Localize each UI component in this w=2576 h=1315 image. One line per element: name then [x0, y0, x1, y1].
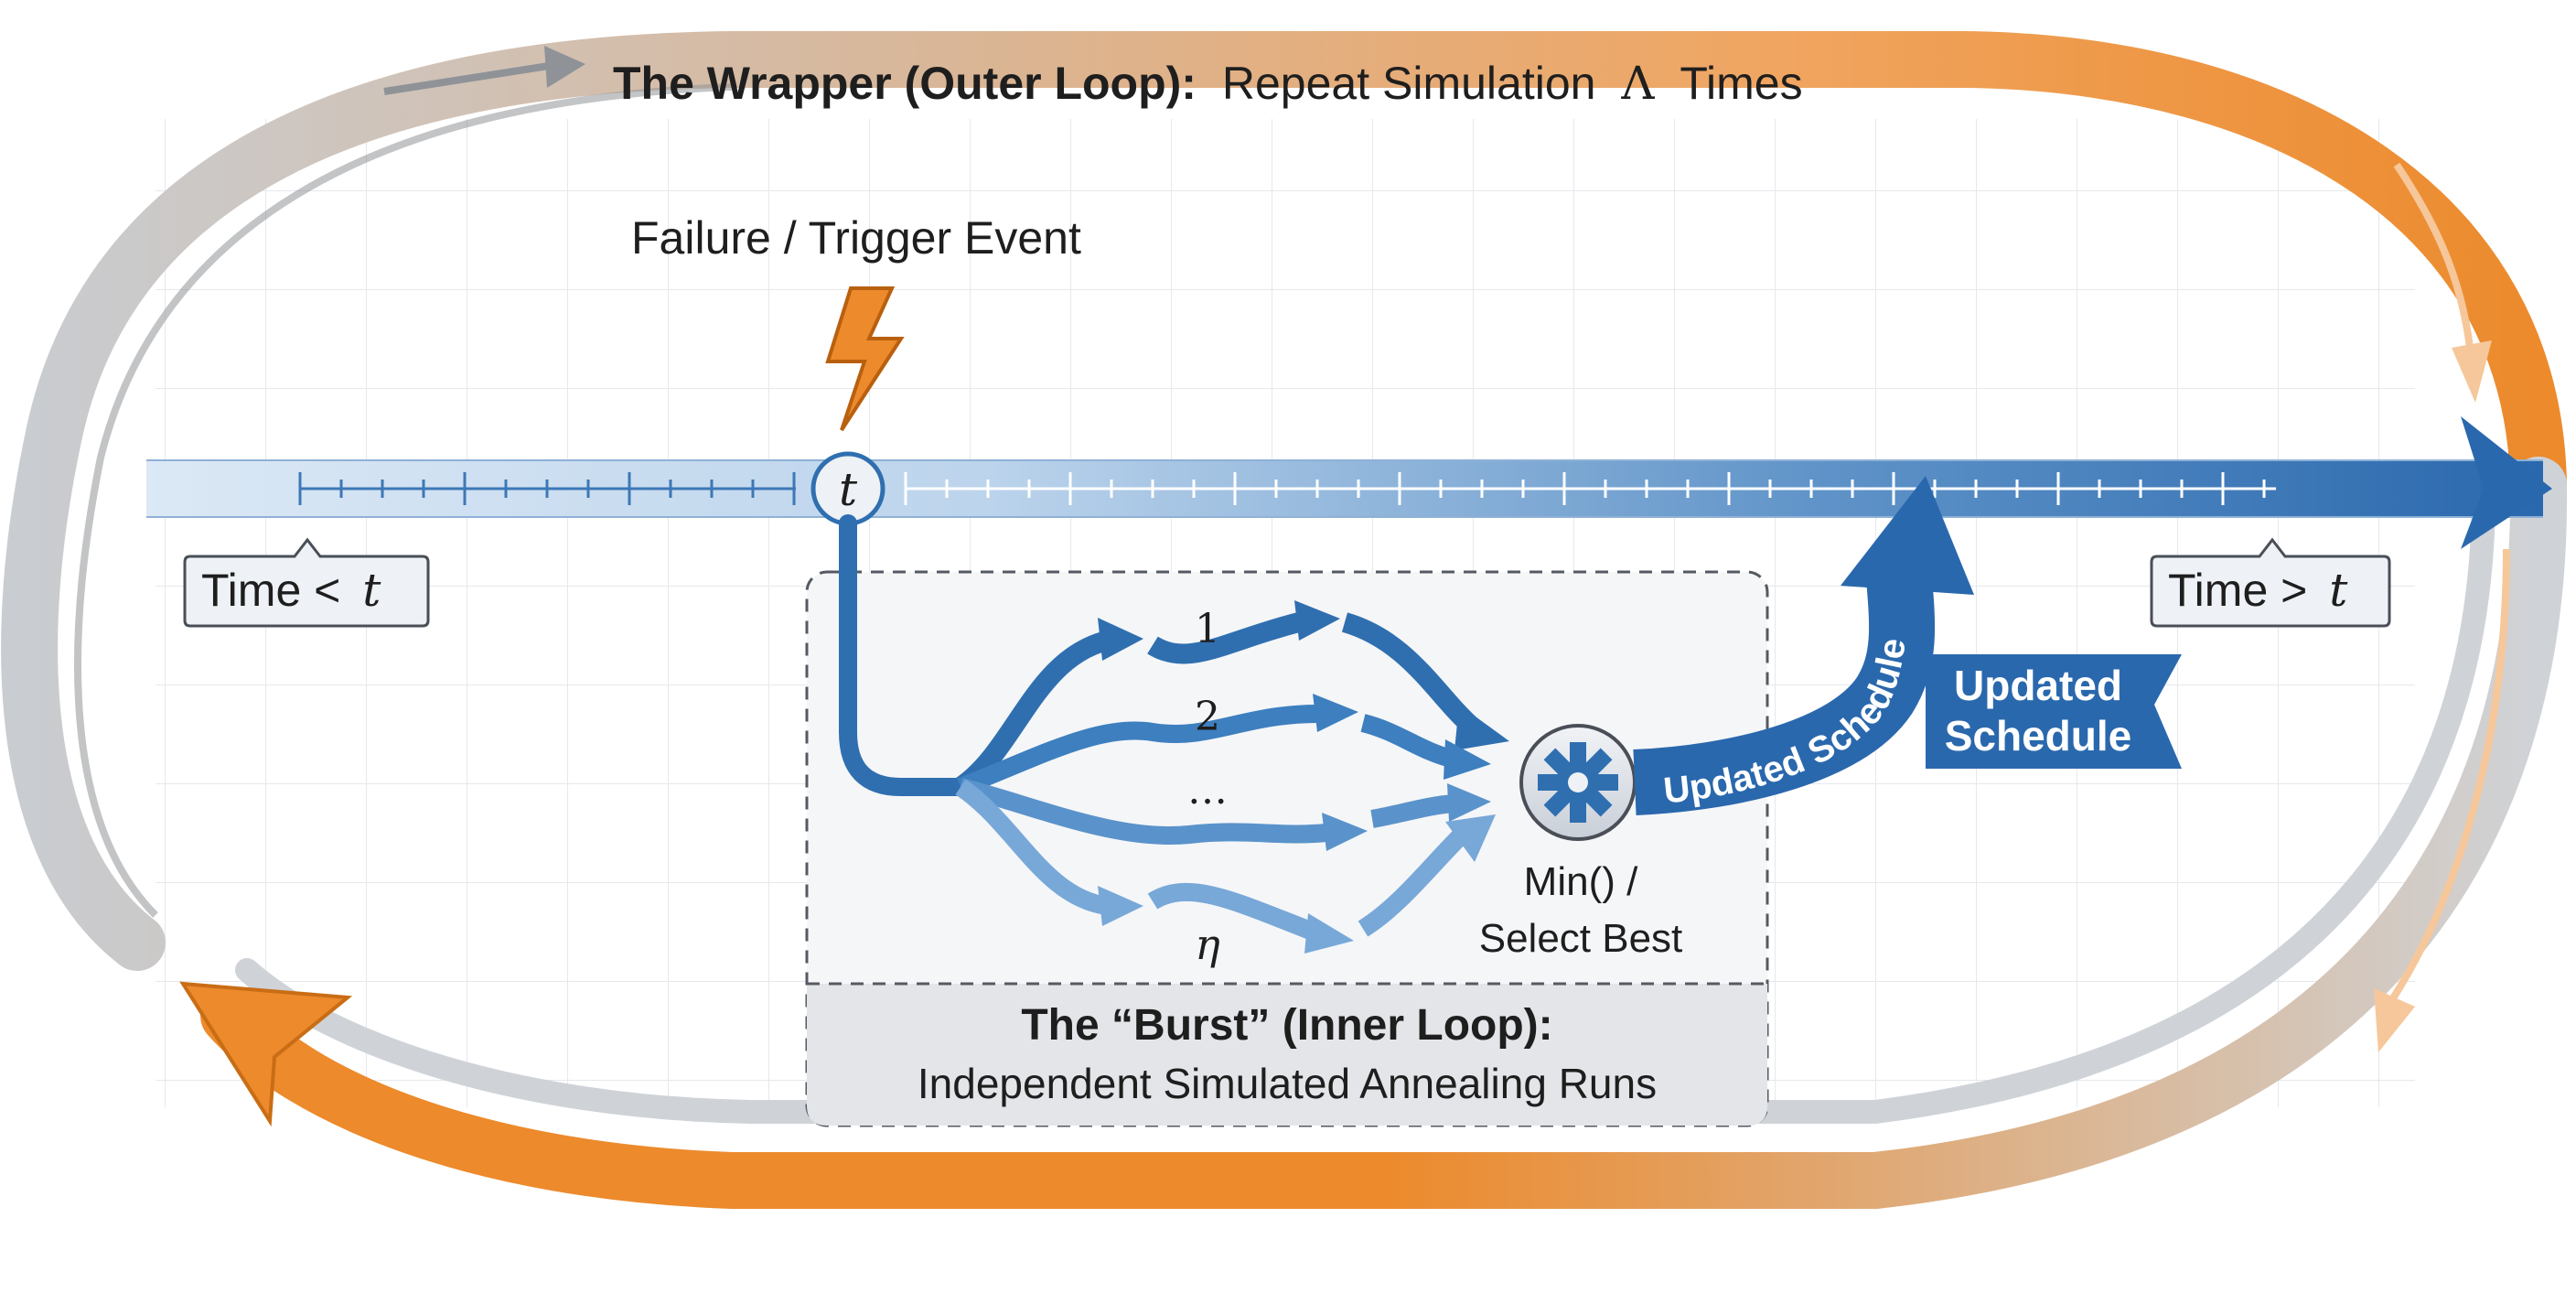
updated-schedule-banner: Updated Schedule	[1926, 654, 2182, 769]
time-before-text: Time < t	[201, 564, 381, 617]
inner-loop-box: The “Burst” (Inner Loop): Independent Si…	[805, 570, 1769, 1127]
time-after-callout	[2150, 537, 2391, 628]
outer-loop-direction-line	[2393, 162, 2474, 349]
time-after-label: Time > t	[2150, 537, 2391, 628]
outer-loop-title-rest: Repeat Simulation	[1222, 58, 1596, 109]
gear-tooth	[1598, 774, 1618, 791]
outer-loop-inner-rim	[235, 464, 2496, 1124]
selector-label-line2: Select Best	[1479, 916, 1683, 961]
gear-icon	[1519, 724, 1637, 841]
outer-loop-direction-arrowhead	[544, 46, 585, 88]
outer-loop-direction-arrowhead	[2374, 988, 2415, 1052]
inner-loop-caption-panel	[807, 984, 1767, 1126]
outer-loop-top-band	[1, 31, 2567, 971]
outer-loop-title-bold: The Wrapper (Outer Loop):	[613, 58, 1197, 109]
time-before-text-var: t	[362, 564, 381, 617]
outer-loop-highlight	[74, 83, 733, 918]
time-before-label: Time < t	[183, 537, 430, 628]
t-marker-label: t	[839, 463, 858, 516]
timeline-ticks-before	[298, 472, 796, 505]
outer-loop-direction-arrowhead	[2452, 340, 2492, 403]
outer-loop-direction-line	[2384, 548, 2510, 1009]
time-after-text-var: t	[2329, 564, 2348, 617]
run-label-eta: η	[1195, 920, 1220, 969]
inner-loop-title: The “Burst” (Inner Loop):	[1021, 1001, 1552, 1050]
run-label-1: 1	[1195, 606, 1220, 652]
run-3-path	[958, 778, 1491, 851]
event-label: Failure / Trigger Event	[631, 212, 1081, 264]
gear-tooth	[1570, 803, 1586, 823]
gear-tooth	[1570, 742, 1586, 762]
time-before-text-main: Time <	[201, 565, 340, 616]
outer-loop-title-tail: Times	[1680, 58, 1802, 109]
selector-label-line1: Min() /	[1524, 859, 1638, 904]
timeline-ticks-after	[904, 472, 2276, 505]
time-after-text: Time > t	[2168, 564, 2348, 617]
outer-loop-title: The Wrapper (Outer Loop): Repeat Simulat…	[613, 57, 1803, 110]
run-n-path	[955, 779, 1496, 954]
lightning-bolt-icon	[825, 286, 905, 432]
banner-line1: Updated	[1954, 662, 2122, 709]
run-2-path	[957, 694, 1491, 796]
timeline-arrowhead	[2461, 416, 2552, 549]
outer-loop-title-symbol: Λ	[1620, 57, 1655, 110]
updated-schedule-arrowhead	[1841, 476, 1974, 595]
run-label-2: 2	[1195, 694, 1220, 740]
outer-loop	[1, 31, 2568, 1209]
outer-loop-bottom-band	[200, 457, 2568, 1209]
time-after-text-main: Time >	[2168, 565, 2307, 616]
outer-loop-return-arrowhead	[179, 981, 353, 1127]
run-label-ellipsis: …	[1187, 767, 1228, 814]
banner-line2: Schedule	[1945, 712, 2132, 760]
burst-runs	[954, 600, 1509, 954]
timeline	[146, 416, 2552, 549]
gear-tooth	[1538, 774, 1558, 791]
time-before-callout	[183, 537, 430, 628]
inner-loop-subtitle: Independent Simulated Annealing Runs	[918, 1060, 1657, 1107]
outer-loop-direction-line	[383, 62, 550, 95]
burst-feed-line	[839, 514, 970, 796]
